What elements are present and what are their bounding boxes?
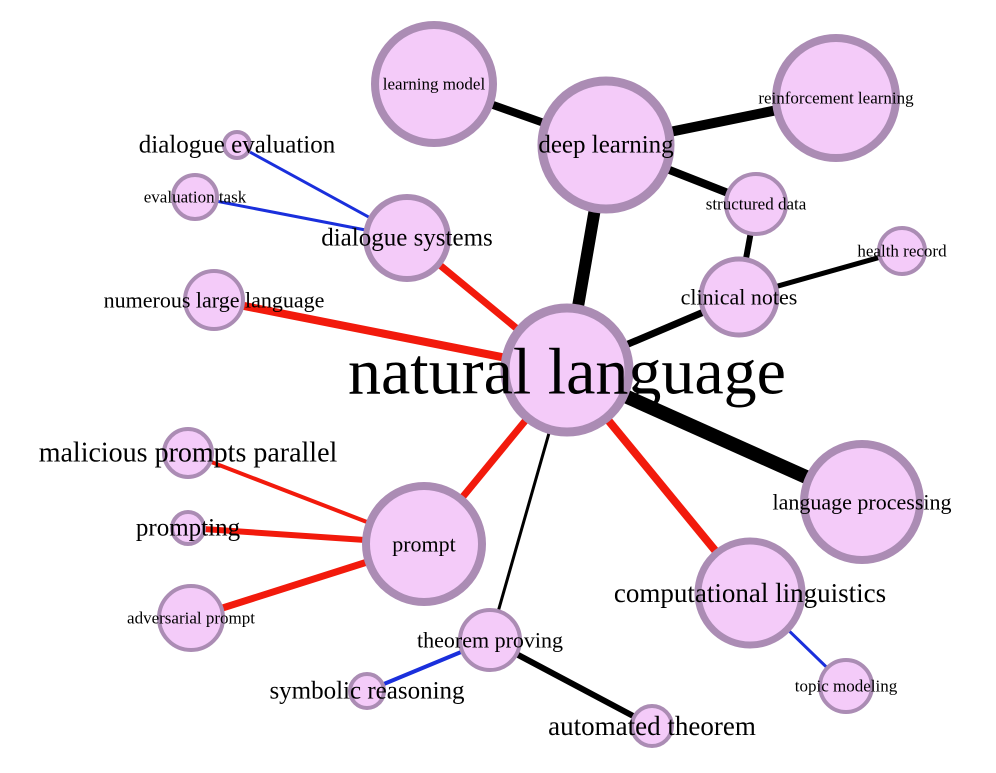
node-label-numerous-large-language: numerous large language [104, 288, 325, 313]
node-numerous-large-language[interactable] [183, 269, 245, 331]
node-label-computational-linguistics: computational linguistics [614, 578, 886, 608]
node-label-automated-theorem: automated theorem [548, 711, 756, 741]
node-label-adversarial-prompt: adversarial prompt [127, 609, 255, 628]
node-label-health-record: health record [857, 242, 947, 261]
node-deep-learning[interactable] [537, 76, 675, 214]
node-label-prompting: prompting [136, 515, 241, 542]
node-health-record[interactable] [877, 226, 927, 276]
node-label-prompt: prompt [392, 532, 456, 557]
node-label-symbolic-reasoning: symbolic reasoning [269, 678, 465, 705]
node-topic-modeling[interactable] [818, 658, 874, 714]
node-label-deep-learning: deep learning [538, 132, 674, 159]
node-adversarial-prompt[interactable] [157, 584, 225, 652]
node-malicious-prompts-parallel[interactable] [162, 427, 214, 479]
node-prompting[interactable] [170, 510, 206, 546]
node-clinical-notes[interactable] [698, 256, 780, 338]
node-label-dialogue-evaluation: dialogue evaluation [139, 132, 336, 159]
node-reinforcement-learning[interactable] [772, 34, 900, 162]
node-label-language-processing: language processing [773, 490, 952, 515]
node-natural-language[interactable] [500, 303, 634, 437]
node-label-topic-modeling: topic modeling [795, 677, 898, 696]
node-evaluation-task[interactable] [171, 173, 219, 221]
node-label-natural-language: natural language [348, 336, 786, 409]
labels-layer: natural language deep learning learning mo… [39, 75, 952, 742]
node-structured-data[interactable] [724, 172, 788, 236]
node-label-malicious-prompts-parallel: malicious prompts parallel [39, 438, 338, 469]
node-label-dialogue-systems: dialogue systems [321, 225, 493, 252]
node-label-clinical-notes: clinical notes [681, 285, 798, 310]
node-learning-model[interactable] [371, 21, 497, 147]
nodes-layer [157, 21, 927, 748]
node-label-reinforcement-learning: reinforcement learning [758, 89, 914, 108]
node-theorem-proving[interactable] [458, 608, 522, 672]
node-label-learning-model: learning model [383, 75, 486, 94]
node-dialogue-evaluation[interactable] [222, 130, 252, 160]
node-dialogue-systems[interactable] [363, 194, 451, 282]
node-label-evaluation-task: evaluation task [144, 188, 247, 207]
node-label-theorem-proving: theorem proving [417, 628, 563, 653]
node-computational-linguistics[interactable] [694, 537, 806, 649]
node-label-structured-data: structured data [706, 195, 807, 214]
node-language-processing[interactable] [800, 440, 924, 564]
node-prompt[interactable] [362, 482, 486, 606]
node-automated-theorem[interactable] [630, 704, 674, 748]
node-symbolic-reasoning[interactable] [348, 672, 386, 710]
